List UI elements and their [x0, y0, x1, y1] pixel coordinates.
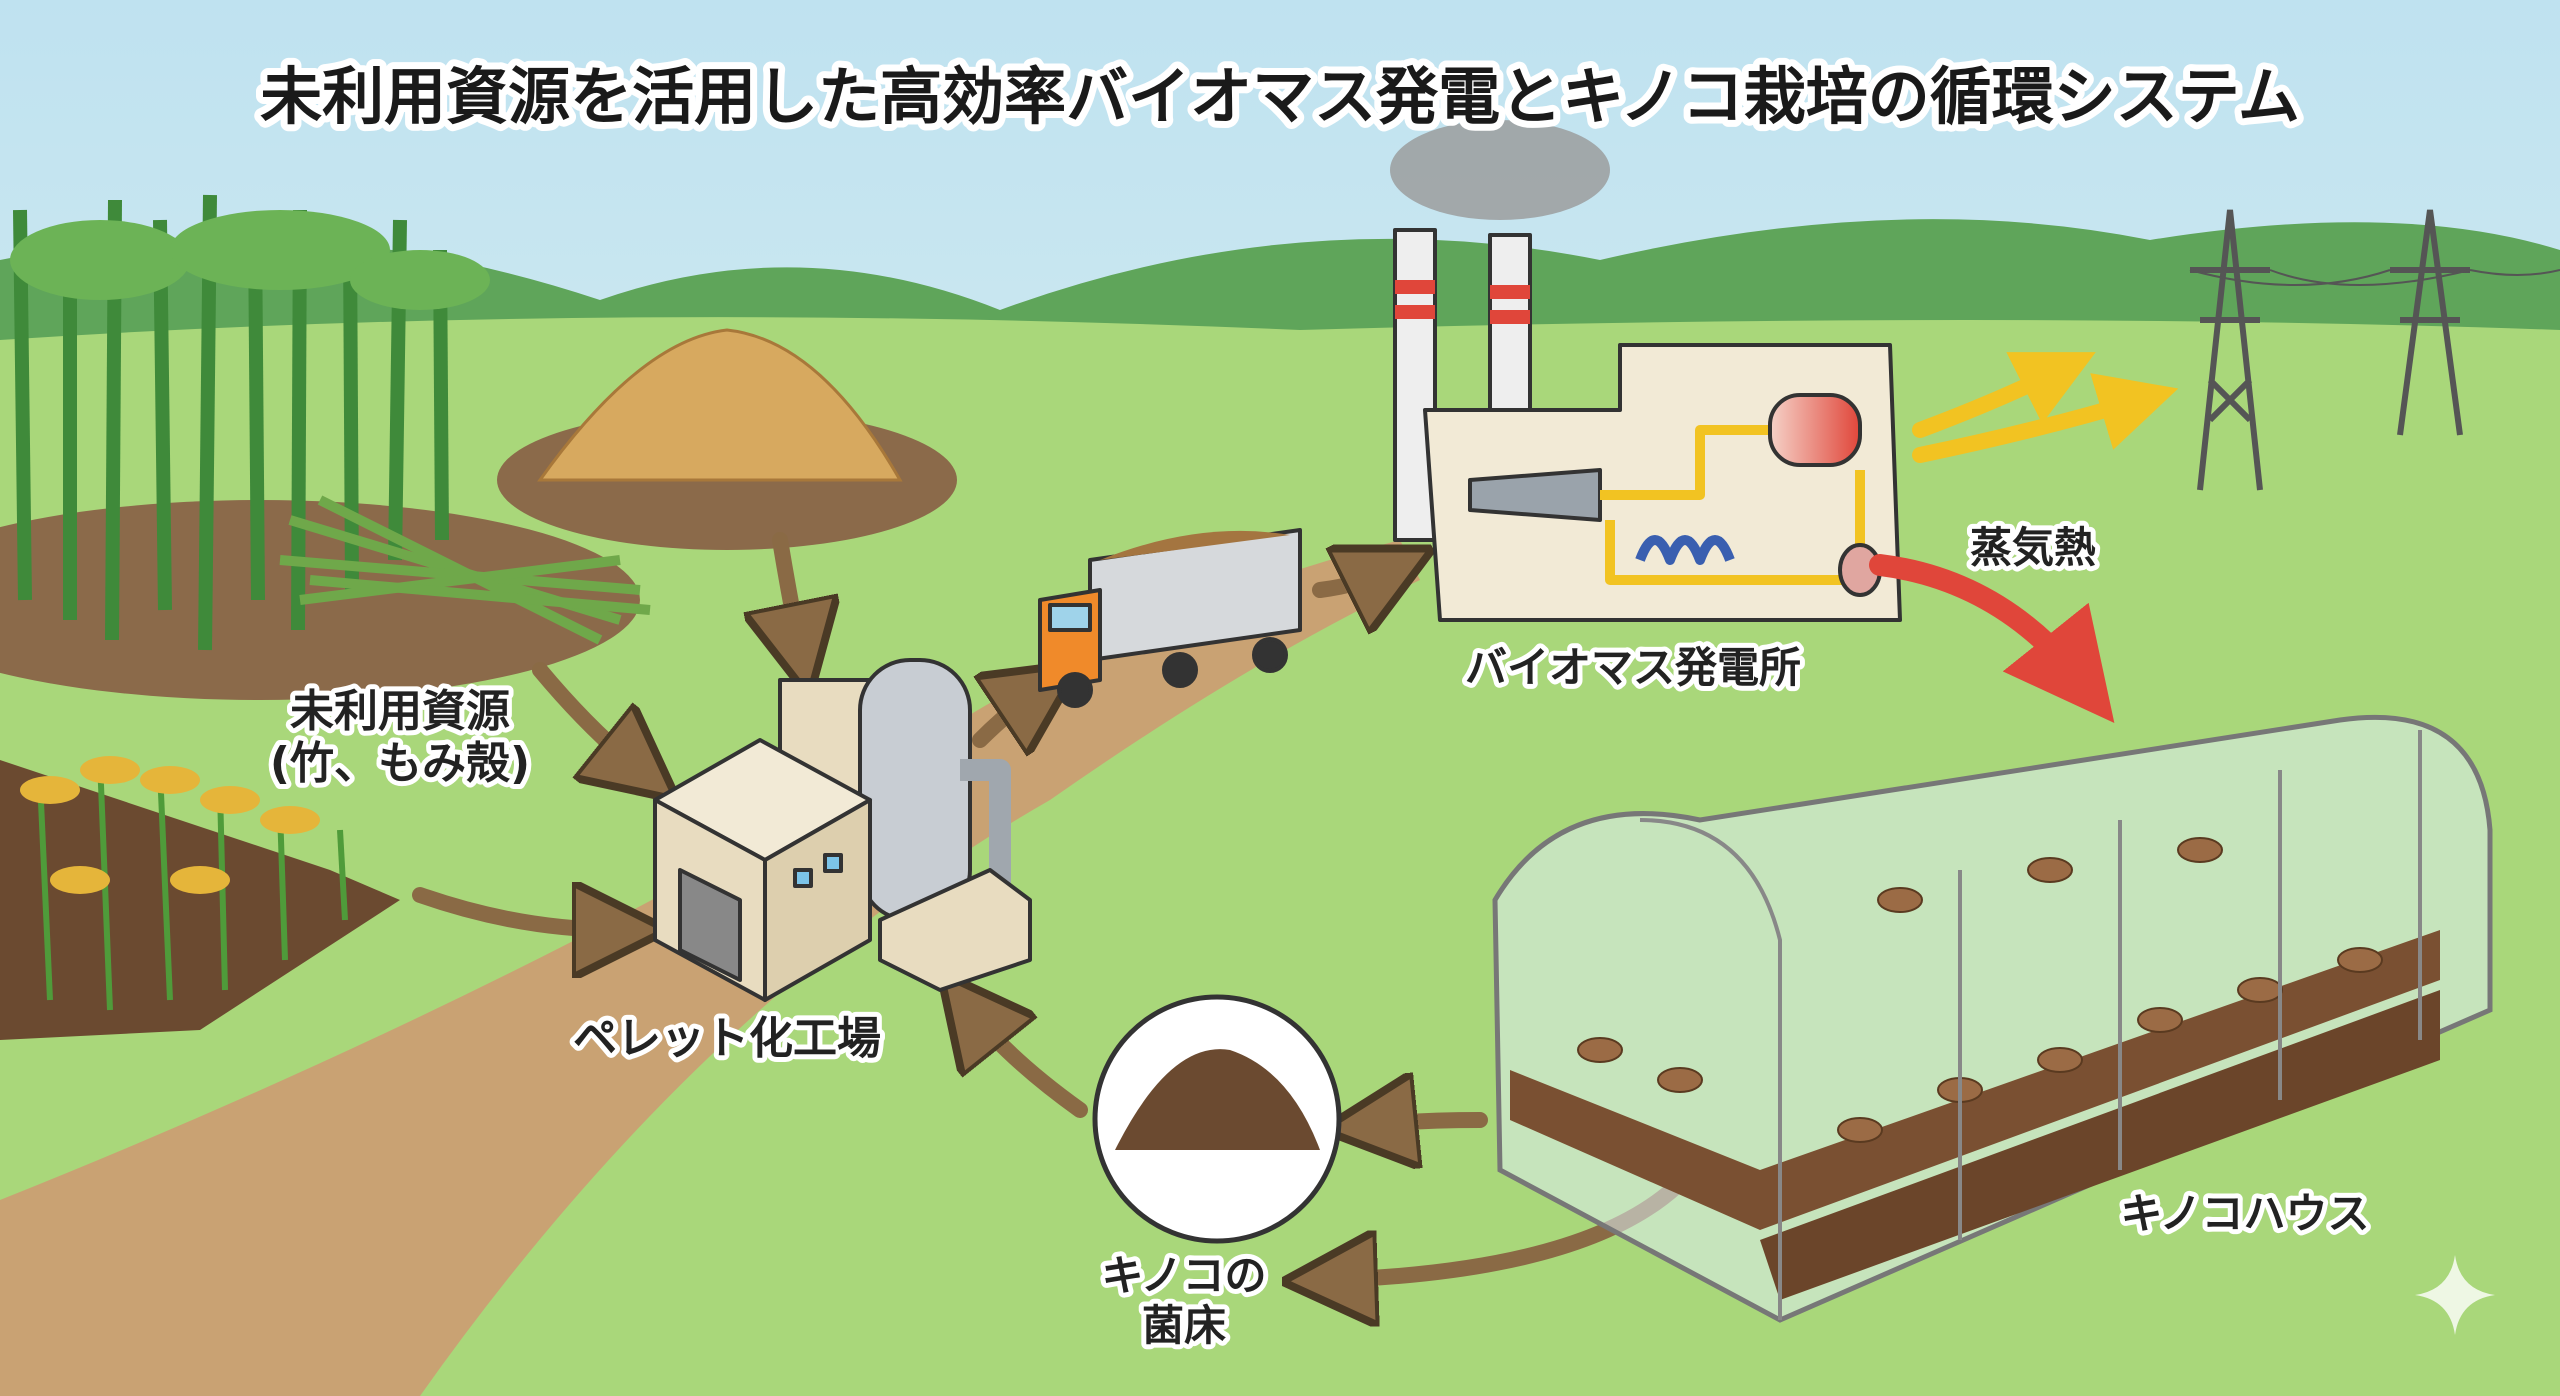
truck — [1038, 528, 1302, 708]
label-pellet-factory: ペレット化工場 — [573, 1013, 881, 1064]
label-power-plant: バイオマス発電所 — [1465, 643, 1801, 692]
rice-field — [0, 756, 400, 1040]
arrow-factory-to-truck — [972, 690, 1040, 740]
page-title: 未利用資源を活用した高効率バイオマス発電とキノコ栽培の循環システム — [260, 60, 2300, 133]
bamboo-grove — [0, 194, 651, 700]
label-unused-resources-detail: (竹、もみ殻) — [270, 738, 530, 789]
biomass-power-plant — [1390, 120, 1902, 622]
steam-heat-arrow — [1869, 554, 2115, 723]
arrow-chips-to-factory — [780, 532, 800, 650]
mushroom-substrate — [1092, 994, 1342, 1244]
label-unused-resources: 未利用資源 — [290, 686, 510, 737]
arrow-rice-to-factory — [412, 895, 620, 930]
smoke — [1390, 120, 1610, 220]
label-mushroom-substrate-2: 菌床 — [1142, 1301, 1226, 1350]
arrow-bamboo-to-factory — [532, 662, 640, 770]
mushroom-greenhouse — [1492, 714, 2493, 1323]
arrow-substrate-to-factory — [970, 1010, 1088, 1118]
sparkle-icon — [2415, 1255, 2495, 1335]
electricity-arrows — [1912, 352, 2179, 463]
label-steam-heat: 蒸気熱 — [1970, 523, 2096, 572]
wood-chip-pile — [497, 328, 957, 550]
arrow-truck-to-plant — [1312, 570, 1390, 590]
pellet-factory — [653, 658, 1032, 1002]
label-mushroom-house: キノコハウス — [2120, 1189, 2369, 1238]
label-mushroom-substrate: キノコの — [1101, 1251, 1266, 1300]
arrow-house-to-substrate — [1370, 1120, 1488, 1125]
power-pylons — [2189, 209, 2560, 491]
